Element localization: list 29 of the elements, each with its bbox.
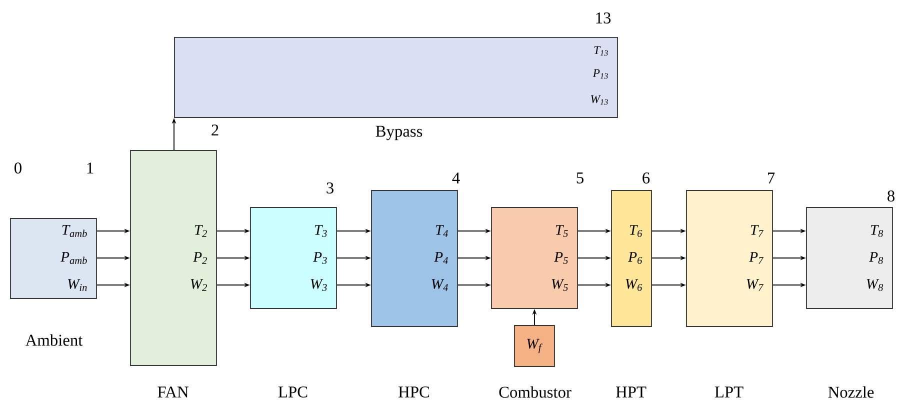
block-box: T$_{13}$ P$_{13}$ W$_{13}$ bbox=[174, 37, 618, 118]
block-box: W$_{f}$ bbox=[514, 325, 555, 367]
station-number: 0 bbox=[14, 162, 22, 174]
block-box: T$_{2}$ P$_{2}$ W$_{2}$ bbox=[130, 150, 217, 366]
block-label: LPC bbox=[278, 386, 308, 398]
block-box: T$_{amb}$ P$_{amb}$ W$_{in}$ bbox=[10, 218, 97, 299]
station-number: 1 bbox=[87, 162, 94, 174]
station-number: 3 bbox=[326, 182, 334, 194]
station-number: 6 bbox=[642, 172, 650, 184]
block-label: Nozzle bbox=[828, 386, 874, 398]
station-number: 2 bbox=[212, 124, 218, 136]
block-box: T$_{7}$ P$_{7}$ W$_{7}$ bbox=[686, 190, 773, 327]
block-box: T$_{6}$ P$_{6}$ W$_{6}$ bbox=[611, 190, 652, 327]
station-number: 4 bbox=[452, 172, 460, 184]
station-number: 8 bbox=[888, 190, 894, 202]
block-box: T$_{4}$ P$_{4}$ W$_{4}$ bbox=[371, 190, 458, 327]
station-number: 7 bbox=[768, 172, 775, 184]
block-label: FAN bbox=[158, 386, 188, 398]
block-label: LPT bbox=[714, 386, 744, 398]
station-number: 5 bbox=[576, 172, 584, 184]
station-number: 13 bbox=[596, 12, 611, 24]
block-label: Bypass bbox=[376, 126, 422, 140]
block-box: T$_{8}$ P$_{8}$ W$_{8}$ bbox=[806, 207, 893, 309]
block-box: T$_{5}$ P$_{5}$ W$_{5}$ bbox=[491, 207, 578, 309]
block-label: Ambient bbox=[25, 334, 83, 346]
block-box: T$_{3}$ P$_{3}$ W$_{3}$ bbox=[250, 207, 337, 309]
block-label: HPT bbox=[616, 386, 646, 398]
block-label: HPC bbox=[398, 386, 430, 398]
block-label: Combustor bbox=[499, 386, 572, 398]
